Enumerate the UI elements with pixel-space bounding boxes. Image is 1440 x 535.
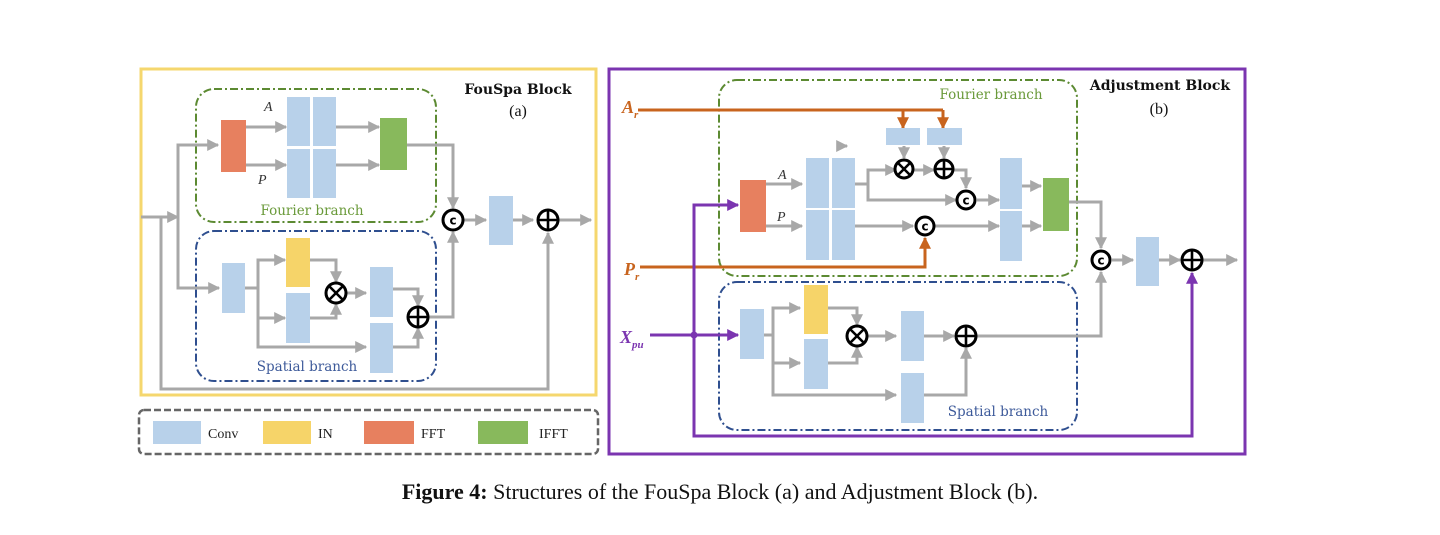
fourier-branch-box xyxy=(195,88,437,223)
legend-label-ifft: IFFT xyxy=(539,427,568,442)
conv-block-b-s4 xyxy=(901,373,924,423)
conv-block-b-a1 xyxy=(806,158,829,208)
conv-block-p1 xyxy=(287,149,310,198)
svg-text:c: c xyxy=(1097,254,1104,268)
conv-block-b-m2 xyxy=(1000,211,1022,261)
conv-block-b-s3 xyxy=(901,311,924,361)
add-operator xyxy=(406,305,430,329)
fourier-branch-label-b: Fourier branch xyxy=(939,87,1042,103)
panel-b-label: (b) xyxy=(1150,101,1169,118)
input-phase-ref: Pr xyxy=(623,259,640,283)
input-amplitude-ref: Ar xyxy=(621,97,639,121)
legend-item-fft: FFT xyxy=(364,421,446,444)
add-operator-ref xyxy=(933,158,955,180)
conv-block-s4 xyxy=(370,323,393,373)
multiply-operator-spatial xyxy=(845,324,869,348)
conv-block-b-s1 xyxy=(740,309,764,359)
legend-swatch-conv xyxy=(153,421,201,444)
legend-swatch-ifft xyxy=(478,421,528,444)
legend-label-conv: Conv xyxy=(208,427,238,442)
svg-text:c: c xyxy=(921,220,928,234)
legend-border xyxy=(137,408,600,456)
ifft-block xyxy=(380,118,407,170)
input-x-pu: Xpu xyxy=(619,327,644,351)
amplitude-label-b: A xyxy=(777,168,787,183)
add-operator-spatial xyxy=(954,324,978,348)
fourier-branch-box-b xyxy=(718,79,1078,277)
input-connections xyxy=(650,199,1198,438)
legend-item-ifft: IFFT xyxy=(478,421,568,444)
legend-item-in: IN xyxy=(263,421,333,444)
multiply-operator-ref xyxy=(893,158,915,180)
spatial-branch-label: Spatial branch xyxy=(257,359,358,375)
concat-operator-merge: c xyxy=(1090,249,1112,271)
concat-operator-phase: c xyxy=(914,215,936,237)
conv-block-a1 xyxy=(287,97,310,146)
legend-label-in: IN xyxy=(318,427,333,442)
panel-b-connections xyxy=(764,140,1239,401)
panel-b-adjustment-block: Adjustment Block (b) Fourier branch Spat… xyxy=(607,67,1247,456)
panel-a-title: FouSpa Block xyxy=(464,82,572,98)
conv-block-ref-a1 xyxy=(886,128,920,145)
fft-block xyxy=(221,120,246,172)
caption-label: Figure 4: xyxy=(401,479,488,504)
figure-caption: Figure 4: Structures of the FouSpa Block… xyxy=(0,479,1440,505)
panel-a-label: (a) xyxy=(509,103,527,120)
conv-block-s1 xyxy=(222,263,245,313)
conv-block-ref-a2 xyxy=(927,128,962,145)
phase-label-b: P xyxy=(776,210,786,225)
legend: Conv IN FFT IFFT xyxy=(137,408,600,456)
legend-swatch-in xyxy=(263,421,311,444)
phase-label: P xyxy=(257,173,267,188)
panel-b-title: Adjustment Block xyxy=(1089,78,1230,94)
panel-a-connections xyxy=(141,121,593,391)
panel-b-border xyxy=(607,67,1247,456)
fourier-branch-label: Fourier branch xyxy=(260,203,363,219)
conv-block-b-out xyxy=(1136,237,1159,286)
conv-block-s3 xyxy=(370,267,393,317)
amplitude-label: A xyxy=(263,100,273,115)
concat-operator: c xyxy=(441,208,465,232)
legend-item-conv: Conv xyxy=(153,421,238,444)
add-operator-residual-b xyxy=(1180,248,1204,272)
legend-swatch-fft xyxy=(364,421,414,444)
conv-block-out xyxy=(489,196,513,245)
panel-a-fouspa-block: FouSpa Block (a) Fourier branch Spatial … xyxy=(139,67,598,397)
reference-connections xyxy=(638,108,949,269)
caption-text: Structures of the FouSpa Block (a) and A… xyxy=(487,479,1039,504)
legend-label-fft: FFT xyxy=(421,427,446,442)
conv-block-p2 xyxy=(313,149,336,198)
fft-block-b xyxy=(740,180,766,232)
multiply-operator xyxy=(324,281,348,305)
in-block-b xyxy=(804,285,828,334)
conv-block-b-p1 xyxy=(806,210,829,260)
panel-a-border xyxy=(139,67,598,397)
conv-block-b-a2 xyxy=(832,158,855,208)
spatial-branch-box xyxy=(195,230,437,382)
conv-block-b-p2 xyxy=(832,210,855,260)
svg-text:c: c xyxy=(449,214,456,228)
conv-block-a2 xyxy=(313,97,336,146)
conv-block-b-s2 xyxy=(804,339,828,389)
add-operator-residual xyxy=(536,208,560,232)
conv-block-b-m1 xyxy=(1000,158,1022,209)
junction-dot xyxy=(690,331,698,339)
concat-operator-amp: c xyxy=(955,189,977,211)
in-block xyxy=(286,238,310,287)
conv-block-s2 xyxy=(286,293,310,343)
ifft-block-b xyxy=(1043,178,1069,231)
spatial-branch-box-b xyxy=(718,281,1078,431)
svg-text:c: c xyxy=(962,194,969,208)
spatial-branch-label-b: Spatial branch xyxy=(948,404,1049,420)
